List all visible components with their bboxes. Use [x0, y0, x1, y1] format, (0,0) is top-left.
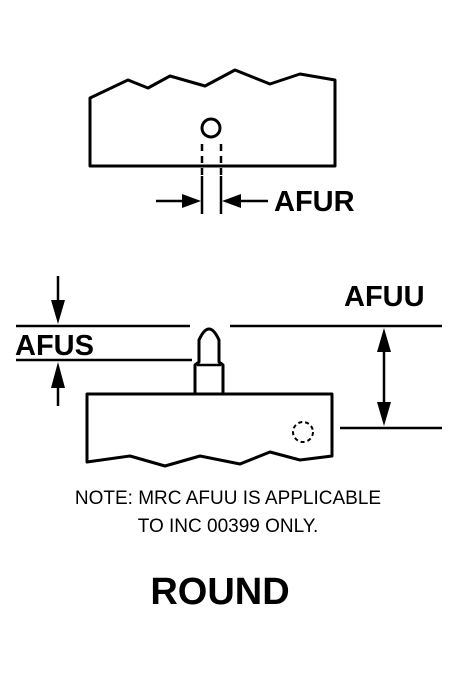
caption-title: ROUND — [150, 571, 290, 613]
top-view-pin-circle — [200, 117, 222, 139]
afuu-arrowhead-top — [377, 328, 391, 352]
afus-label: AFUS — [15, 330, 94, 362]
afuu-label: AFUU — [344, 281, 425, 313]
afus-arrowhead-top — [51, 300, 65, 324]
hidden-hole-circle — [292, 421, 314, 443]
note-line-2: TO INC 00399 ONLY. — [137, 516, 319, 537]
afur-arrowhead-right — [222, 194, 241, 208]
afus-arrowhead-bottom — [51, 362, 65, 388]
afuu-arrowhead-bottom — [377, 402, 391, 426]
note-line-1: NOTE: MRC AFUU IS APPLICABLE — [74, 488, 382, 509]
afur-label: AFUR — [274, 186, 355, 218]
top-view-block — [88, 68, 337, 168]
side-view-pin — [193, 327, 225, 394]
afur-arrowhead-left — [182, 194, 201, 208]
side-view-block — [85, 392, 334, 468]
